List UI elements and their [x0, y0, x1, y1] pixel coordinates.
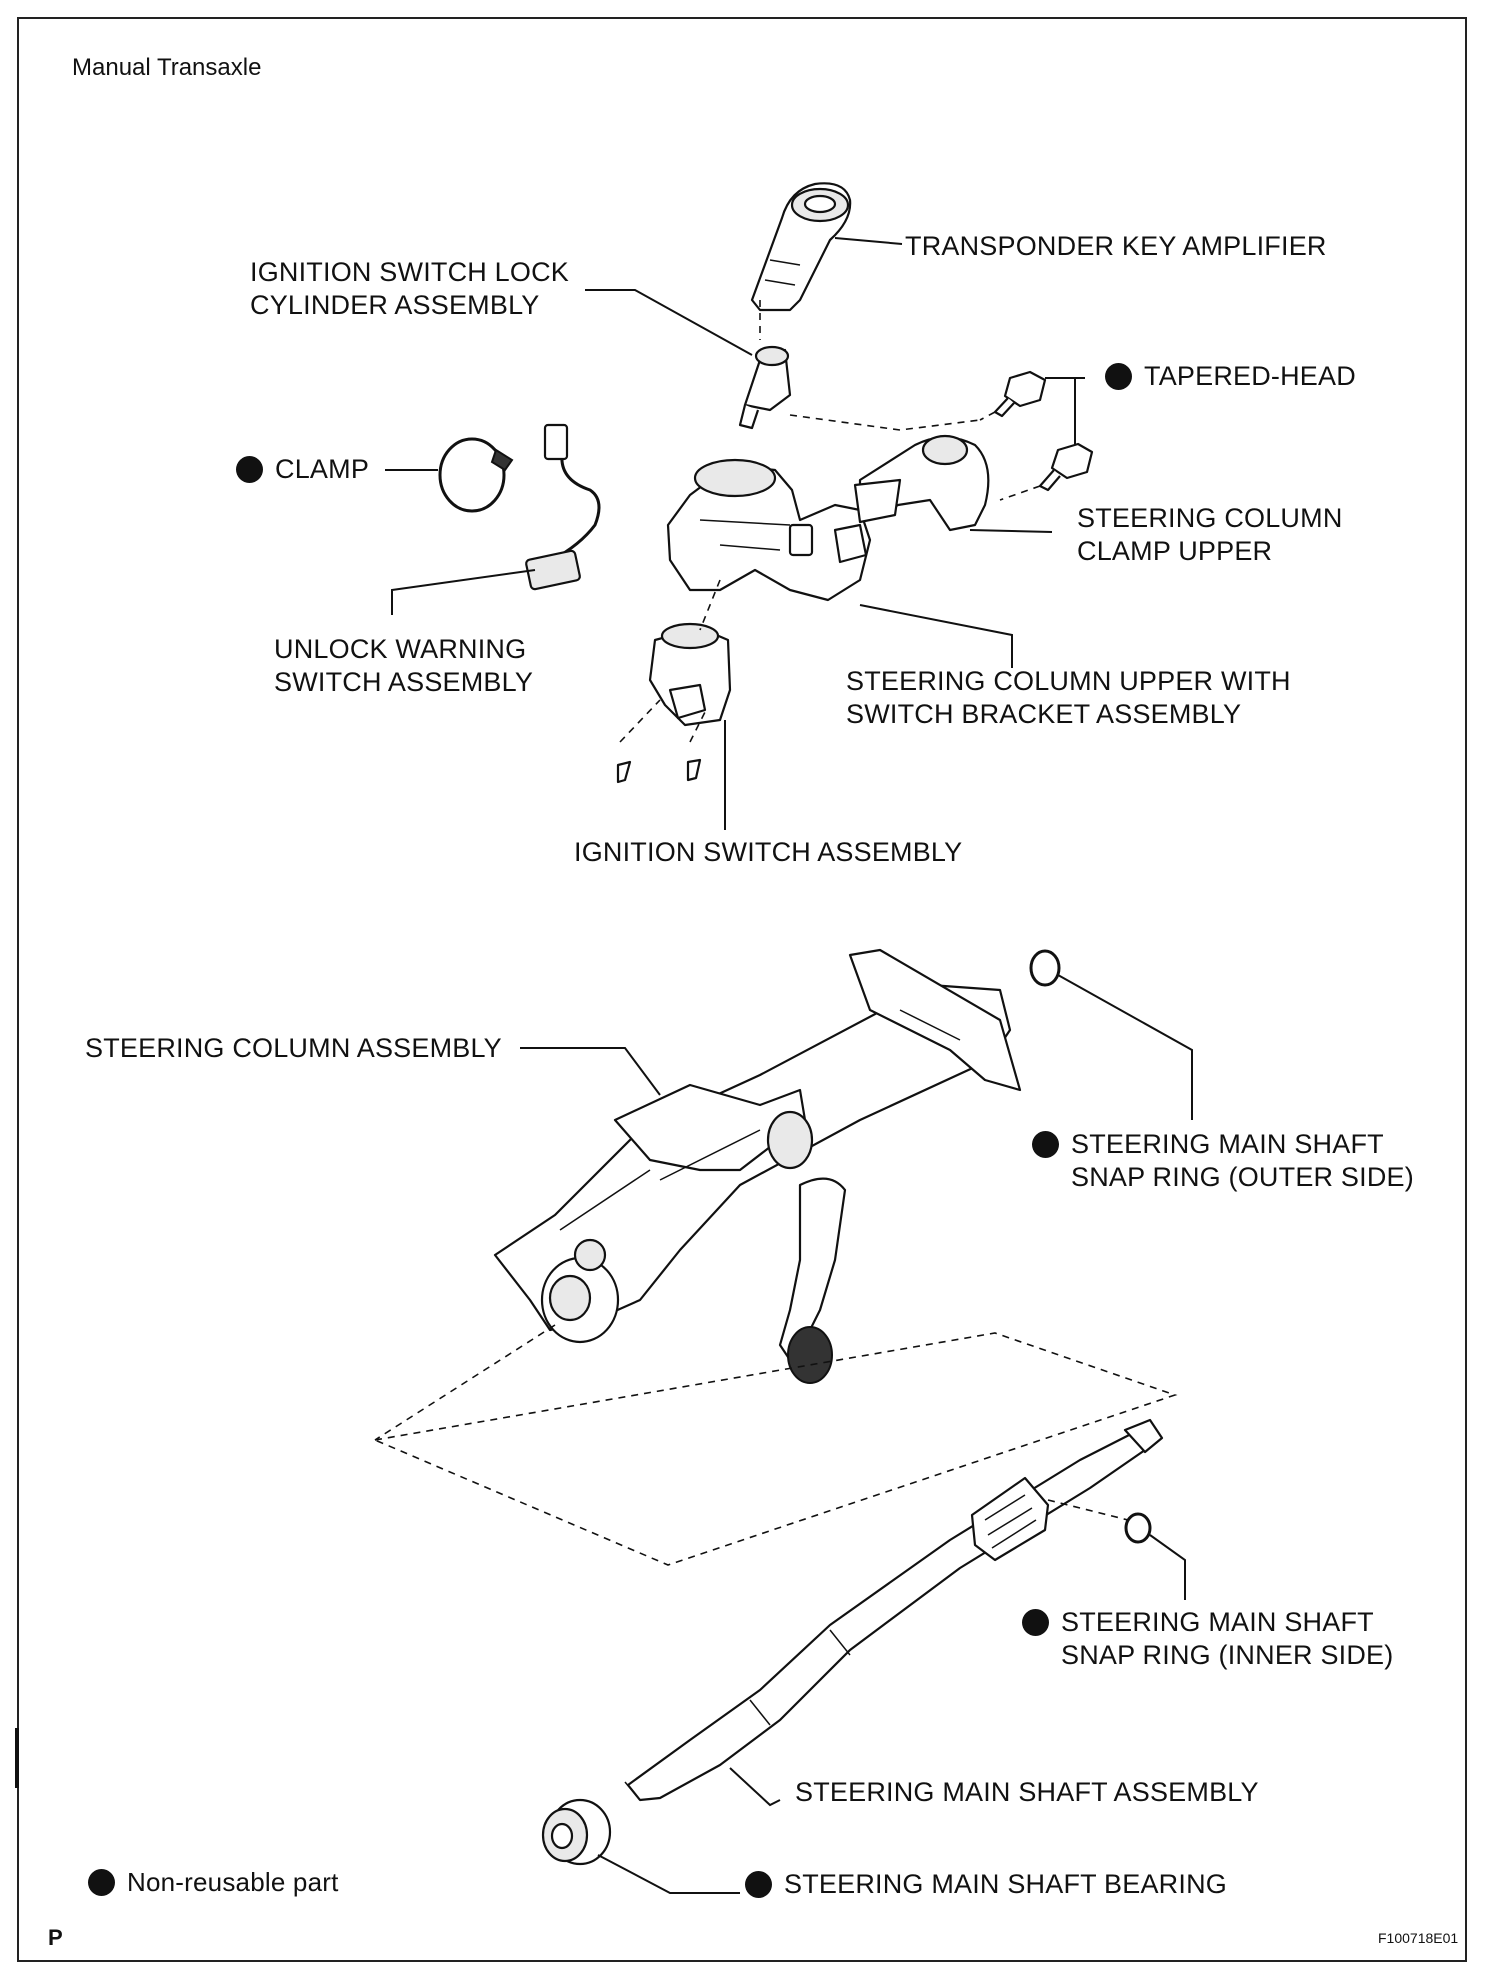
non-reusable-marker — [1022, 1609, 1049, 1636]
legend-non-reusable: Non-reusable part — [88, 1866, 339, 1899]
steering-main-shaft-bearing-part — [541, 1798, 612, 1866]
ignition-switch-part — [648, 622, 732, 727]
page-title: Manual Transaxle — [72, 54, 262, 81]
figure-code: F100718E01 — [1378, 1930, 1459, 1946]
tapered-head-bolts-part — [993, 370, 1094, 492]
diagram-frame — [17, 17, 1467, 1962]
clamp-part — [438, 437, 514, 513]
label-tapered-head: TAPERED-HEAD — [1105, 360, 1356, 393]
margin-mark — [15, 1728, 19, 1788]
steering-column-assembly-part — [493, 948, 1022, 1384]
steering-main-shaft-part — [624, 1418, 1164, 1802]
label-steering-main-shaft-bearing: STEERING MAIN SHAFT BEARING — [745, 1868, 1227, 1901]
column-upper-bracket-part — [666, 458, 872, 602]
non-reusable-marker — [1105, 363, 1132, 390]
label-snap-ring-inner: STEERING MAIN SHAFT SNAP RING (INNER SID… — [1022, 1606, 1393, 1672]
non-reusable-marker — [745, 1871, 772, 1898]
label-snap-ring-outer: STEERING MAIN SHAFT SNAP RING (OUTER SID… — [1032, 1128, 1414, 1194]
label-steering-main-shaft-assembly: STEERING MAIN SHAFT ASSEMBLY — [795, 1777, 1259, 1807]
column-clamp-upper-part — [853, 434, 990, 532]
label-transponder-key-amplifier: TRANSPONDER KEY AMPLIFIER — [905, 231, 1327, 261]
non-reusable-marker — [236, 456, 263, 483]
label-steering-column-assembly: STEERING COLUMN ASSEMBLY — [85, 1033, 502, 1063]
corner-mark: P — [48, 1925, 63, 1950]
unlock-warning-switch-part — [525, 423, 601, 591]
snap-ring-inner-part — [1124, 1512, 1152, 1544]
lock-cylinder-part — [738, 345, 792, 430]
snap-ring-outer-part — [1029, 949, 1061, 987]
label-clamp: CLAMP — [236, 453, 369, 486]
transponder-key-amplifier-part — [750, 182, 852, 312]
label-ignition-switch: IGNITION SWITCH ASSEMBLY — [574, 837, 963, 867]
non-reusable-marker — [1032, 1131, 1059, 1158]
screws-part — [616, 758, 702, 784]
non-reusable-marker — [88, 1869, 115, 1896]
